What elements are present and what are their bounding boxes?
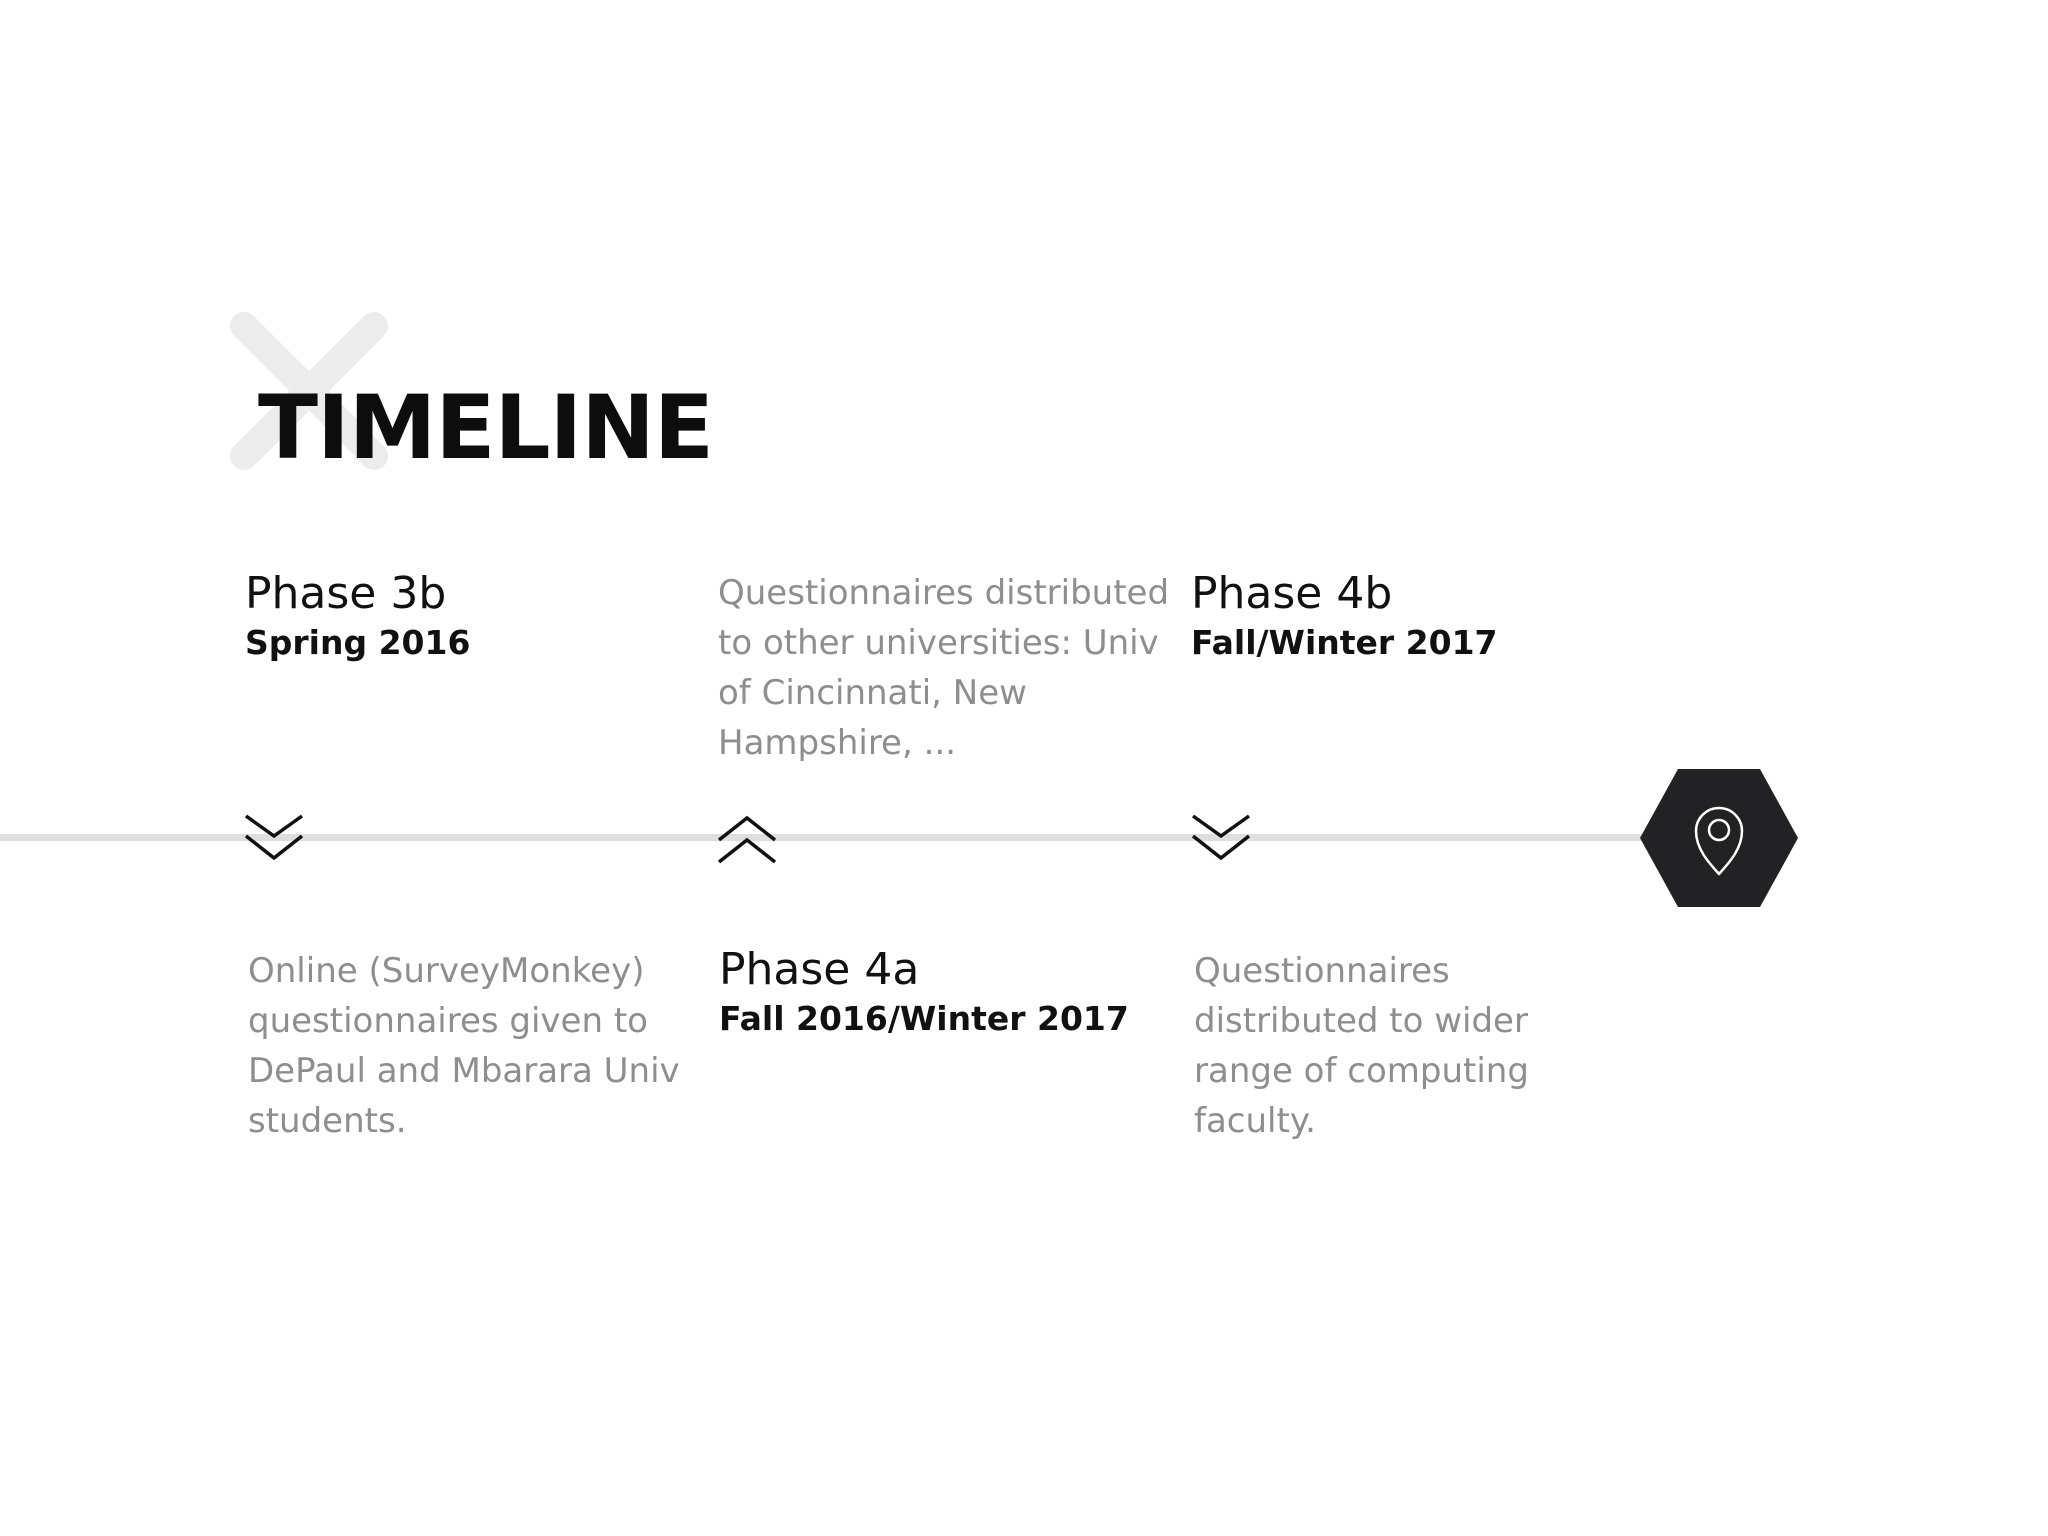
page-title: TIMELINE [258, 376, 714, 479]
chevron-down-icon [1191, 814, 1251, 861]
timeline-axis [0, 834, 1700, 841]
phase-date: Fall/Winter 2017 [1191, 623, 1498, 662]
milestone-phase-4a: Phase 4a Fall 2016/Winter 2017 [719, 943, 1129, 1041]
milestone-description: Online (SurveyMonkey) questionnaires giv… [248, 951, 680, 1141]
milestone-phase-4b: Phase 4b Fall/Winter 2017 [1191, 567, 1498, 665]
phase-name: Phase 4b [1191, 568, 1393, 619]
milestone-phase-3b: Phase 3b Spring 2016 [245, 567, 470, 665]
chevron-up-icon [717, 815, 777, 864]
phase-name: Phase 4a [719, 944, 920, 995]
phase-date: Fall 2016/Winter 2017 [719, 999, 1129, 1038]
milestone-description: Questionnaires distributed to wider rang… [1194, 951, 1529, 1141]
milestone-description: Questionnaires distributed to other univ… [718, 573, 1170, 763]
chevron-down-icon [244, 814, 304, 861]
phase-name: Phase 3b [245, 568, 447, 619]
map-pin-icon [1694, 806, 1744, 876]
end-marker-hexagon [1640, 769, 1798, 907]
x-decoration-icon [230, 312, 388, 470]
phase-date: Spring 2016 [245, 623, 471, 662]
